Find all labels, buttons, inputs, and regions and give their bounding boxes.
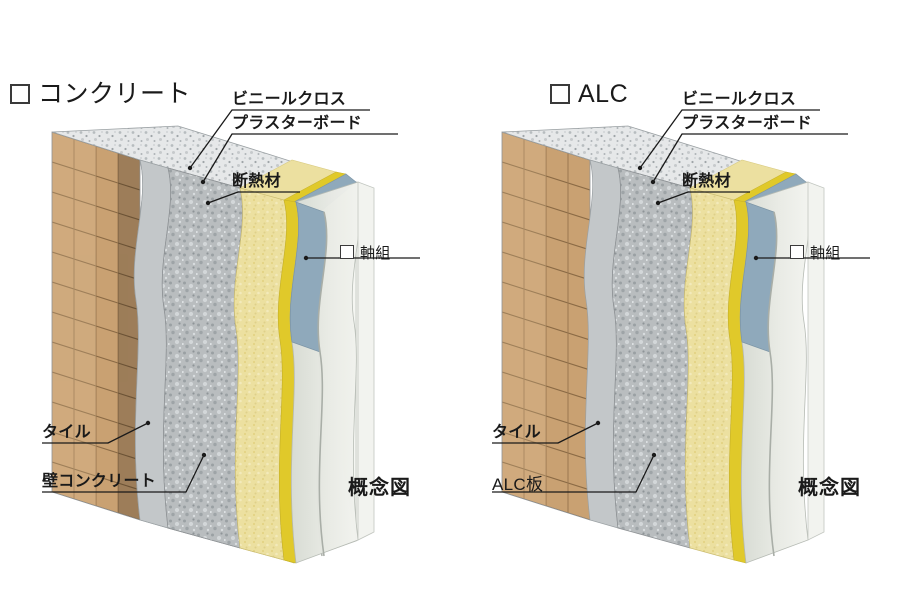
callout-tile: タイル (492, 424, 541, 441)
footnote-concept: 概念図 (798, 477, 861, 499)
leader-lines (557, 109, 789, 493)
leader-dots (145, 165, 309, 458)
wall-section-drawing-concrete (42, 109, 420, 564)
callout-frame-label: 軸組 (810, 245, 841, 262)
wall-back-face (807, 181, 825, 541)
callout-tile: タイル (42, 424, 91, 441)
callout-plaster-board: プラスターボード (232, 115, 363, 132)
footnote-concept: 概念図 (348, 477, 411, 499)
leader-lines (107, 109, 339, 493)
callout-insulation: 断熱材 (682, 173, 731, 190)
callout-frame: 軸組 (340, 245, 391, 261)
callout-frame: 軸組 (790, 245, 841, 261)
checkbox-icon[interactable] (10, 84, 30, 104)
callout-core: ALC板 (492, 475, 544, 494)
board-cut-edge (767, 211, 778, 557)
checkbox-icon[interactable] (340, 245, 354, 259)
section-bands-overlay (133, 159, 375, 564)
layer-alc-panel (611, 167, 693, 549)
panel-title-concrete: コンクリート (10, 82, 191, 107)
callout-vinyl-cross: ビニールクロス (682, 91, 797, 108)
panel-title-label: ALC (578, 80, 629, 108)
callout-vinyl-cross: ビニールクロス (232, 91, 347, 108)
panel-concrete: コンクリート ビニールクロス プラスターボード 断熱材 軸組 タイル 壁コンクリ… (10, 82, 420, 564)
checkbox-icon[interactable] (550, 84, 570, 104)
wall-section-drawing-alc (492, 109, 870, 564)
panel-alc: ALC ビニールクロス プラスターボード 断熱材 軸組 タイル ALC板 概念図 (450, 0, 900, 612)
layer-insulation (683, 187, 737, 561)
section-bands (583, 159, 825, 564)
panel-title-alc: ALC (550, 82, 628, 107)
callout-insulation: 断熱材 (232, 173, 281, 190)
callout-core: 壁コンクリート (42, 473, 157, 490)
callout-plaster-board: プラスターボード (682, 115, 813, 132)
label-underlines (42, 109, 420, 493)
tile-outer-face (501, 131, 591, 521)
leader-dots (595, 165, 759, 458)
panel-title-label: コンクリート (38, 80, 192, 108)
callout-frame-label: 軸組 (360, 245, 391, 262)
tile-outer-face (51, 131, 141, 521)
checkbox-icon[interactable] (790, 245, 804, 259)
